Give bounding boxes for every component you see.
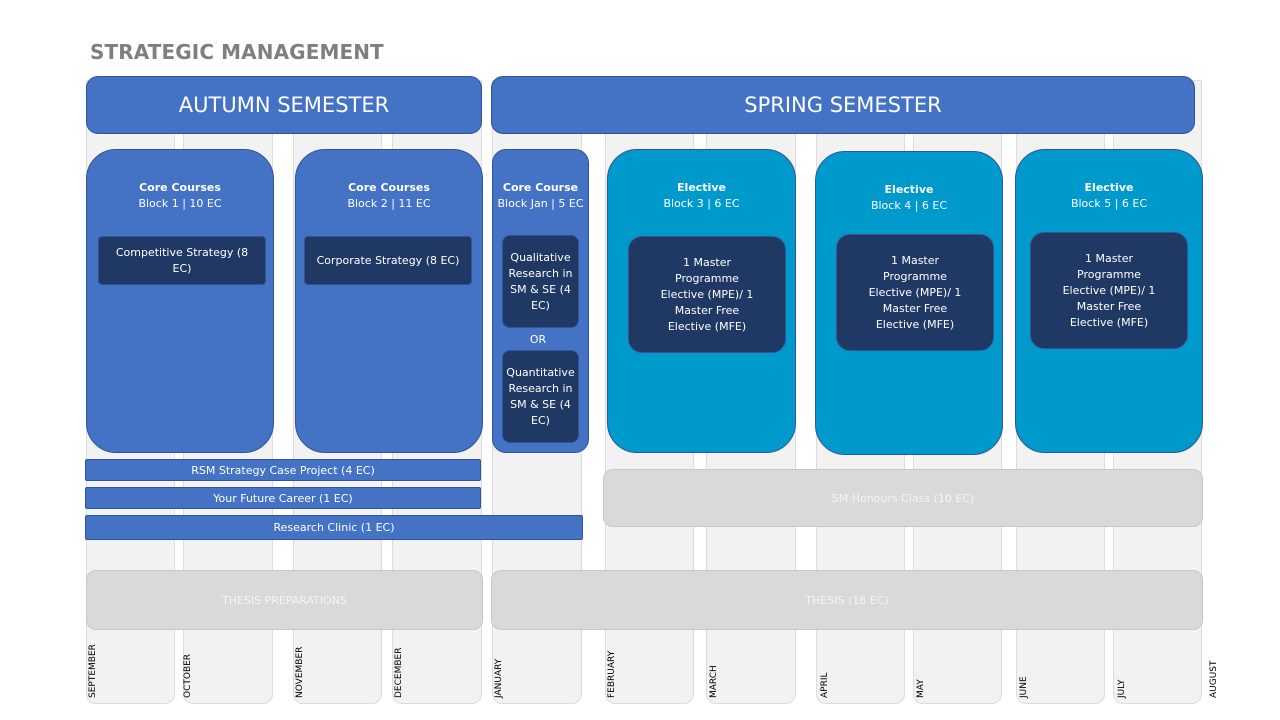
autumn-semester-header: AUTUMN SEMESTER — [86, 76, 482, 134]
course-qualitative-research: Qualitative Research in SM & SE (4 EC) — [502, 235, 579, 328]
block-1-title: Core Courses — [139, 181, 221, 194]
course-quantitative-research: Quantitative Research in SM & SE (4 EC) — [502, 350, 579, 443]
block-1-heading: Core Courses Block 1 | 10 EC — [87, 180, 273, 212]
month-label-june: JUNE — [1019, 676, 1029, 698]
block-2-card: Core Courses Block 2 | 11 EC — [295, 149, 483, 453]
month-label-july: JULY — [1117, 679, 1127, 698]
month-label-march: MARCH — [709, 665, 719, 698]
block-jan-title: Core Course — [502, 181, 579, 194]
bar-research-clinic: Research Clinic (1 EC) — [85, 515, 583, 540]
block-2-title: Core Courses — [348, 181, 430, 194]
block-4-heading: Elective Block 4 | 6 EC — [816, 182, 1002, 214]
block-1-subtitle: Block 1 | 10 EC — [138, 197, 222, 210]
block-jan-heading: Core Course Block Jan | 5 EC — [493, 180, 588, 212]
course-competitive-strategy: Competitive Strategy (8 EC) — [98, 236, 266, 285]
bar-case-project: RSM Strategy Case Project (4 EC) — [85, 459, 481, 481]
bar-thesis-preparations: THESIS PREPARATIONS — [86, 570, 483, 630]
block-4-subtitle: Block 4 | 6 EC — [870, 199, 948, 212]
course-block-4-elective: 1 Master Programme Elective (MPE)/ 1 Mas… — [836, 234, 994, 351]
block-3-heading: Elective Block 3 | 6 EC — [608, 180, 795, 212]
month-label-april: APRIL — [820, 672, 830, 698]
course-corporate-strategy: Corporate Strategy (8 EC) — [304, 236, 472, 285]
month-label-october: OCTOBER — [183, 653, 193, 698]
block-5-title: Elective — [1084, 181, 1134, 194]
block-3-title: Elective — [677, 181, 726, 194]
bar-honours-class: SM Honours Class (10 EC) — [603, 469, 1203, 527]
month-label-august: AUGUST — [1209, 660, 1219, 698]
spring-semester-header: SPRING SEMESTER — [491, 76, 1195, 134]
month-label-may: MAY — [916, 679, 926, 698]
month-label-december: DECEMBER — [394, 647, 404, 698]
block-5-subtitle: Block 5 | 6 EC — [1070, 197, 1148, 210]
month-label-february: FEBRUARY — [607, 650, 617, 698]
month-label-september: SEPTEMBER — [88, 644, 98, 698]
block-4-title: Elective — [884, 183, 934, 196]
month-label-november: NOVEMBER — [295, 646, 305, 698]
block-3-subtitle: Block 3 | 6 EC — [663, 197, 740, 210]
block-2-subtitle: Block 2 | 11 EC — [347, 197, 431, 210]
course-block-5-elective: 1 Master Programme Elective (MPE)/ 1 Mas… — [1030, 232, 1188, 349]
block-5-heading: Elective Block 5 | 6 EC — [1016, 180, 1202, 212]
block-jan-subtitle: Block Jan | 5 EC — [497, 197, 584, 210]
month-label-january: JANUARY — [494, 658, 504, 698]
bar-thesis: THESIS (16 EC) — [491, 570, 1203, 630]
block-1-card: Core Courses Block 1 | 10 EC — [86, 149, 274, 453]
or-label: OR — [529, 333, 547, 346]
page-title: STRATEGIC MANAGEMENT — [90, 40, 384, 64]
course-block-3-elective: 1 Master Programme Elective (MPE)/ 1 Mas… — [628, 236, 786, 353]
block-2-heading: Core Courses Block 2 | 11 EC — [296, 180, 482, 212]
bar-future-career: Your Future Career (1 EC) — [85, 487, 481, 509]
